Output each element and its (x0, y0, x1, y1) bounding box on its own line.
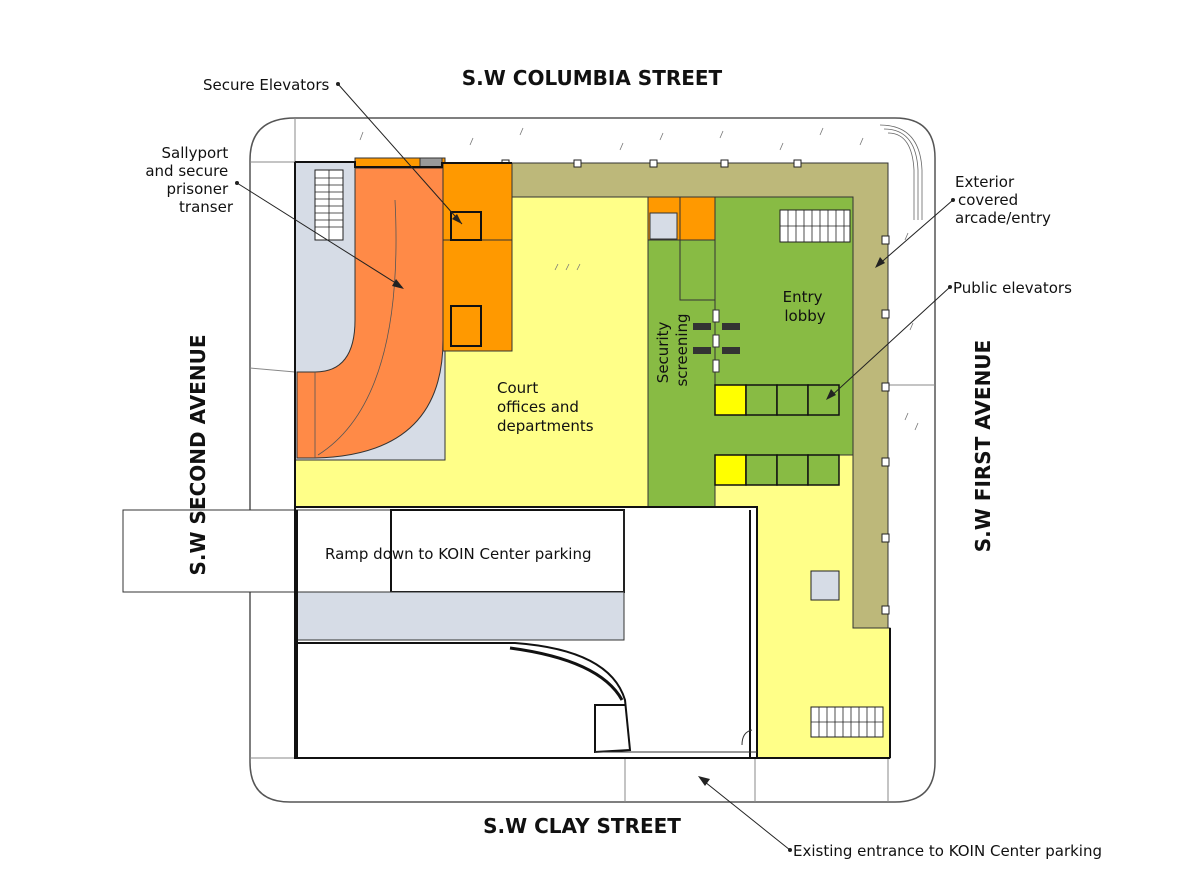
callout-exterior-arcade: Exterior covered arcade/entry (955, 173, 1051, 227)
secure-elevator-core (442, 162, 513, 352)
ramp-extension-west (122, 509, 392, 593)
callout-sallyport-arrow (392, 279, 404, 289)
callout-koin-entrance-leader (699, 777, 791, 851)
stair-southeast-treads (811, 707, 883, 737)
callout-public-elevators-arrow (826, 389, 836, 400)
sidewalk-line-west-b (249, 367, 296, 373)
callout-sallyport: Sallyport and secure prisoner transer (145, 144, 233, 216)
sidewalk-hatching (359, 127, 919, 431)
callout-koin-entrance-arrow (698, 776, 710, 786)
callout-public-elevators: Public elevators (953, 279, 1072, 297)
ramp-gray-strip (296, 591, 625, 641)
lobby-orange-block-b (679, 196, 716, 241)
street-south: S.W CLAY STREET (483, 814, 681, 838)
court-offices-label: Court offices and departments (497, 379, 594, 435)
callout-public-elevators-leader (828, 286, 951, 399)
stair-northwest-treads (315, 170, 343, 240)
public-elevators-row-2[interactable] (714, 454, 840, 486)
callout-secure-elevators: Secure Elevators (203, 76, 330, 94)
court-offices-hatching (554, 263, 581, 271)
street-east: S.W FIRST AVENUE (971, 340, 995, 552)
street-north: S.W COLUMBIA STREET (462, 66, 723, 90)
ramp-curve-inner (509, 646, 624, 701)
security-screening-equipment (693, 309, 740, 373)
lobby-gray-block (649, 212, 678, 240)
callout-secure-elevators-arrow (452, 214, 462, 224)
callout-exterior-arcade-arrow (875, 257, 885, 268)
entry-lobby-label: Entry lobby (783, 288, 828, 325)
callout-sallyport-leader (236, 182, 403, 288)
street-west: S.W SECOND AVENUE (186, 335, 210, 576)
screening-partition (679, 240, 715, 301)
east-shaft (810, 570, 840, 601)
stair-northeast-treads (780, 210, 850, 242)
ramp-lane (390, 509, 625, 593)
arcade-columns (501, 159, 890, 615)
ramp-label: Ramp down to KOIN Center parking (325, 545, 592, 563)
north-strip-gray (419, 157, 443, 168)
callout-exterior-arcade-leader (876, 199, 954, 267)
sallyport-curve-lane (317, 199, 397, 456)
public-elevators-row-1[interactable] (714, 384, 840, 416)
ramp-corner-curve (741, 729, 753, 746)
callout-koin-entrance: Existing entrance to KOIN Center parking (793, 842, 1102, 860)
secure-elevator[interactable] (450, 211, 482, 241)
ramp-curve-wall (295, 642, 632, 754)
building-outline (295, 161, 512, 168)
sallyport-area[interactable] (296, 167, 444, 459)
security-screening-label: Security screening (654, 313, 691, 386)
secure-elevator-lower[interactable] (450, 305, 482, 347)
corner-curb-lines (879, 124, 923, 220)
callout-secure-elevators-leader (337, 83, 463, 225)
